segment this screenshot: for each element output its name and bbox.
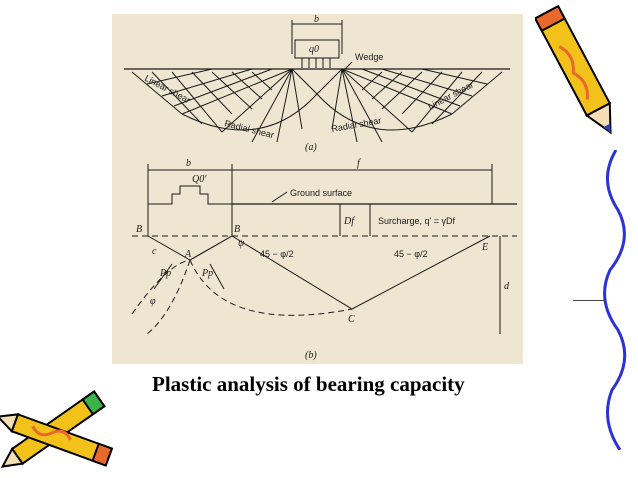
soil-figure-panel: b q0 Wedge Linear shear Radial shear Rad… bbox=[112, 14, 523, 364]
slide-caption: Plastic analysis of bearing capacity bbox=[152, 372, 465, 396]
pp-right-label: Pp bbox=[201, 268, 213, 279]
radial-shear-left-label: Radial shear bbox=[224, 118, 275, 140]
divider-line bbox=[573, 300, 605, 301]
phi-label: φ bbox=[150, 296, 156, 307]
width-f-label: f bbox=[357, 158, 361, 169]
radial-shear-right-label: Radial shear bbox=[331, 115, 383, 134]
pp-left-label: Pp bbox=[159, 268, 171, 279]
wedge-label: Wedge bbox=[355, 52, 383, 62]
depth-d-label: d bbox=[504, 281, 510, 292]
load-q0-prime-label: Q0' bbox=[192, 174, 207, 185]
squiggle-line-icon bbox=[603, 150, 627, 450]
angle-45-right: 45 − φ/2 bbox=[394, 249, 428, 259]
surcharge-label: Surcharge, q' = γDf bbox=[378, 216, 456, 226]
bearing-capacity-diagram: b q0 Wedge Linear shear Radial shear Rad… bbox=[124, 14, 517, 361]
angle-45-left: 45 − φ/2 bbox=[260, 249, 294, 259]
angle-psi: ψ bbox=[238, 238, 245, 249]
width-b-label: b bbox=[314, 14, 319, 25]
width-b-label-b: b bbox=[186, 158, 191, 169]
part-b-label: (b) bbox=[305, 350, 317, 361]
point-b-right: B bbox=[234, 224, 240, 235]
point-a: A bbox=[184, 249, 192, 260]
pencils-icon bbox=[0, 390, 114, 468]
pencil-icon bbox=[535, 4, 612, 135]
point-c: C bbox=[348, 314, 355, 325]
part-a-label: (a) bbox=[305, 142, 317, 153]
depth-df-label: Df bbox=[343, 216, 355, 227]
load-q0-label: q0 bbox=[309, 44, 319, 55]
point-e: E bbox=[481, 242, 488, 253]
ground-surface-label: Ground surface bbox=[290, 188, 352, 198]
cohesion-label: c bbox=[152, 246, 157, 257]
point-b-left: B bbox=[136, 224, 142, 235]
